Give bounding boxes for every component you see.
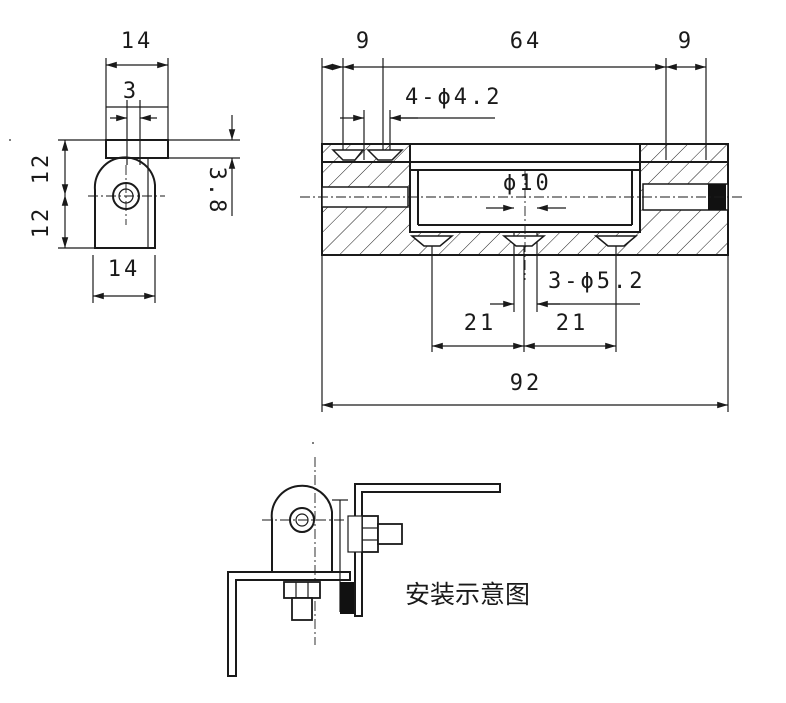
dim-label-offset: 3.8 xyxy=(204,167,229,216)
front-section-view: 9 64 9 4-ϕ4.2 ϕ10 3-ϕ5.2 21 21 92 xyxy=(300,29,745,412)
side-view: 14 3 12 12 3.8 14 xyxy=(29,29,240,303)
bolt-bottom xyxy=(291,597,313,621)
dim-label-upper-height: 12 xyxy=(29,152,54,185)
dim-label-left-margin: 9 xyxy=(356,29,372,54)
dim-label-width-bottom: 14 xyxy=(108,257,141,282)
dim-label-pitch-left: 21 xyxy=(464,311,497,336)
dim-label-width-top: 14 xyxy=(121,29,154,54)
end-plug-installed xyxy=(340,582,354,614)
dim-label-right-margin: 9 xyxy=(678,29,694,54)
right-bracket xyxy=(354,483,501,617)
install-caption: 安装示意图 xyxy=(405,580,530,609)
dim-label-overall-length: 92 xyxy=(510,371,543,396)
bolt-right xyxy=(377,523,403,545)
dim-label-lower-height: 12 xyxy=(29,206,54,239)
dim-label-pitch-right: 21 xyxy=(556,311,589,336)
left-bracket xyxy=(227,571,351,677)
nut-right xyxy=(361,515,379,553)
hinge-knuckle xyxy=(93,156,156,249)
dim-label-center-span: 64 xyxy=(510,29,543,54)
dim-label-top-holes: 4-ϕ4.2 xyxy=(405,85,502,110)
nut-bottom xyxy=(283,581,321,599)
hinge-knuckle-installed xyxy=(270,484,333,573)
dim-label-bottom-holes: 3-ϕ5.2 xyxy=(548,269,645,294)
installation-diagram: 安装示意图 xyxy=(227,457,530,677)
dim-label-slot: 3 xyxy=(123,79,139,104)
dim-label-center-bore: ϕ10 xyxy=(503,171,552,196)
